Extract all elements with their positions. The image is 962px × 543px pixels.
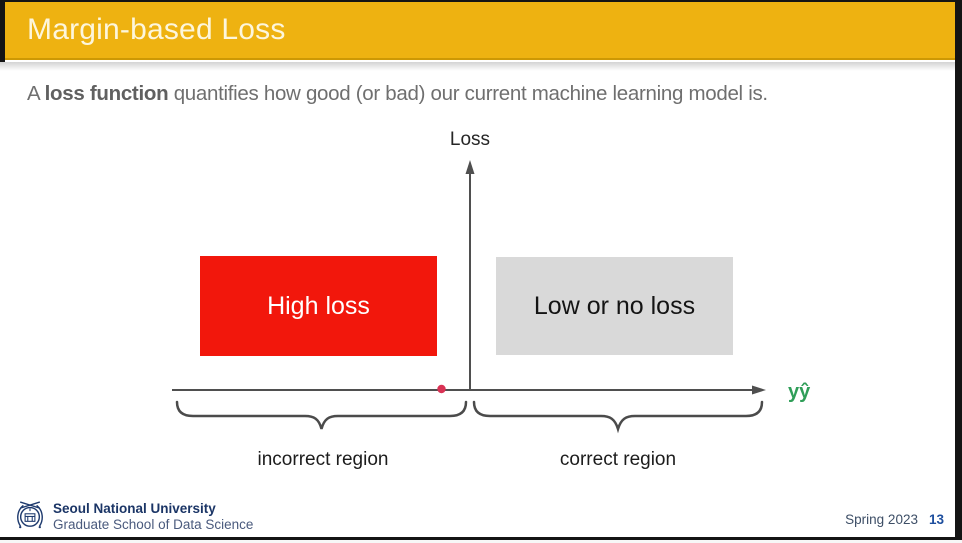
y-axis-label: Loss [449,129,491,150]
correct-region-label: correct region [559,449,677,470]
footer-semester: Spring 2023 [845,512,918,527]
footer-university-name: Seoul National University [53,501,216,516]
footer-page-number: 13 [928,512,944,527]
incorrect-region-label: incorrect region [257,449,389,470]
footer-meta: Spring 2023 13 [845,512,944,527]
incorrect-region-brace [175,400,468,430]
slide-title: Margin-based Loss [27,13,286,46]
frame-border-top [0,0,962,2]
low-loss-label: Low or no loss [533,291,696,320]
margin-point-dot [437,384,446,394]
header-shadow [0,62,955,71]
x-axis-label: yŷ [788,381,811,403]
frame-border-left [0,0,5,62]
footer-institution: Seoul National University Graduate Schoo… [53,501,253,533]
subtitle-emphasis: loss function [44,82,169,105]
frame-border-bottom [0,537,962,540]
slide-header: Margin-based Loss [5,2,955,60]
y-axis-arrowhead [465,160,475,174]
low-loss-box: Low or no loss [496,257,733,355]
snu-emblem-logo [17,501,43,529]
frame-border-right [955,0,962,543]
footer-school-name: Graduate School of Data Science [53,517,254,532]
high-loss-label: High loss [267,291,370,320]
slide-subtitle: A loss function quantifies how good (or … [27,82,947,106]
subtitle-rest: quantifies how good (or bad) our current… [168,82,768,105]
frame-border-bottom-pad [0,540,962,543]
correct-region-brace [472,400,764,434]
subtitle-prefix: A [27,82,45,105]
high-loss-box: High loss [200,256,437,356]
x-axis-arrowhead [752,385,766,395]
